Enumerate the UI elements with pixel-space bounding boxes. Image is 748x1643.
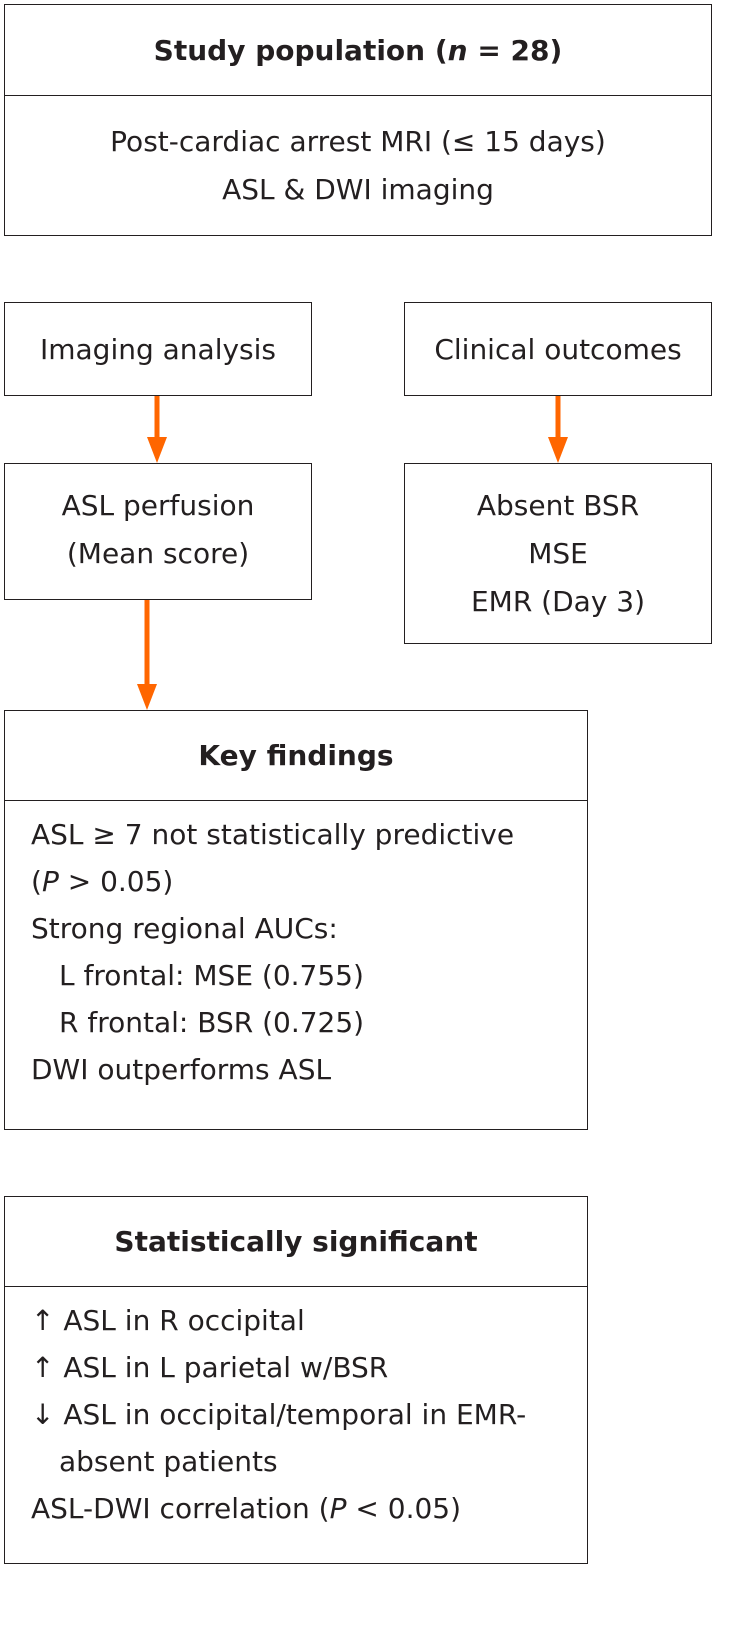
imaging-analysis-box: Imaging analysis [4,302,312,396]
significant-line2: ↑ ASL in L parietal w/BSR [31,1351,389,1384]
significant-line4: ASL-DWI correlation (P < 0.05) [31,1492,462,1525]
study-population-body: Post-cardiac arrest MRI (≤ 15 days) ASL … [5,96,711,214]
study-population-box: Study population (n = 28) Post-cardiac a… [4,4,712,236]
key-findings-line1: ASL ≥ 7 not statistically predictive [31,818,515,851]
significant-line3: ↓ ASL in occipital/temporal in EMR- [31,1398,527,1431]
significant-line3-cont: absent patients [59,1445,278,1478]
significant-line1: ↑ ASL in R occipital [31,1304,305,1337]
key-findings-line3: Strong regional AUCs: [31,912,338,945]
key-findings-line4: L frontal: MSE (0.755) [59,959,364,992]
imaging-analysis-label: Imaging analysis [39,332,277,366]
outcome-measures-box: Absent BSR MSE EMR (Day 3) [404,463,712,644]
asl-perfusion-line2: (Mean score) [66,537,250,570]
key-findings-line6: DWI outperforms ASL [31,1053,332,1086]
key-findings-line2: (P > 0.05) [31,865,174,898]
arrow-imaging-to-asl [147,396,167,463]
arrow-asl-to-findings [137,600,157,710]
outcome-mse: MSE [528,537,588,570]
study-population-line2: ASL & DWI imaging [222,173,494,206]
study-population-title: Study population (n = 28) [153,33,563,67]
key-findings-title: Key findings [198,739,394,772]
study-population-line1: Post-cardiac arrest MRI (≤ 15 days) [110,125,606,158]
outcome-emr: EMR (Day 3) [470,585,646,618]
key-findings-box: Key findings ASL ≥ 7 not statistically p… [4,710,588,1130]
key-findings-list: ASL ≥ 7 not statistically predictive (P … [5,801,587,1093]
significant-header: Statistically significant [5,1197,587,1287]
clinical-outcomes-box: Clinical outcomes [404,302,712,396]
significant-title: Statistically significant [114,1225,478,1258]
significant-box: Statistically significant ↑ ASL in R occ… [4,1196,588,1564]
significant-list: ↑ ASL in R occipital ↑ ASL in L parietal… [5,1287,587,1532]
asl-perfusion-box: ASL perfusion (Mean score) [4,463,312,600]
arrow-outcomes-to-measures [548,396,568,463]
key-findings-line5: R frontal: BSR (0.725) [59,1006,365,1039]
asl-perfusion-line1: ASL perfusion [61,489,255,522]
outcome-absent-bsr: Absent BSR [476,489,640,522]
study-population-header: Study population (n = 28) [5,5,711,96]
clinical-outcomes-label: Clinical outcomes [434,332,682,366]
key-findings-header: Key findings [5,711,587,801]
